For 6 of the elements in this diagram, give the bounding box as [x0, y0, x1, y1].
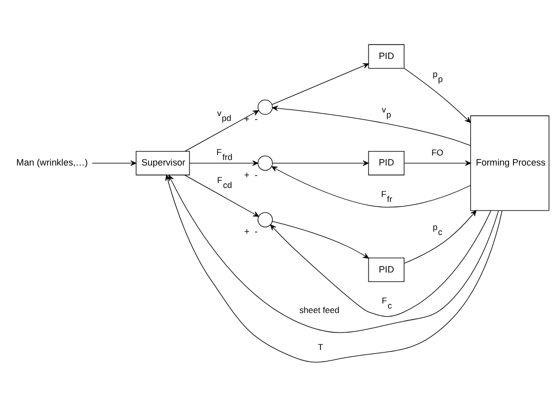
- edge-label: sheet feed: [299, 304, 340, 314]
- edge-label: FO: [431, 147, 444, 158]
- node-text: Man (wrinkles,…): [16, 157, 88, 168]
- edge-label: T: [318, 341, 324, 352]
- node-label: + -: [244, 226, 258, 236]
- node-label: + -: [244, 169, 258, 180]
